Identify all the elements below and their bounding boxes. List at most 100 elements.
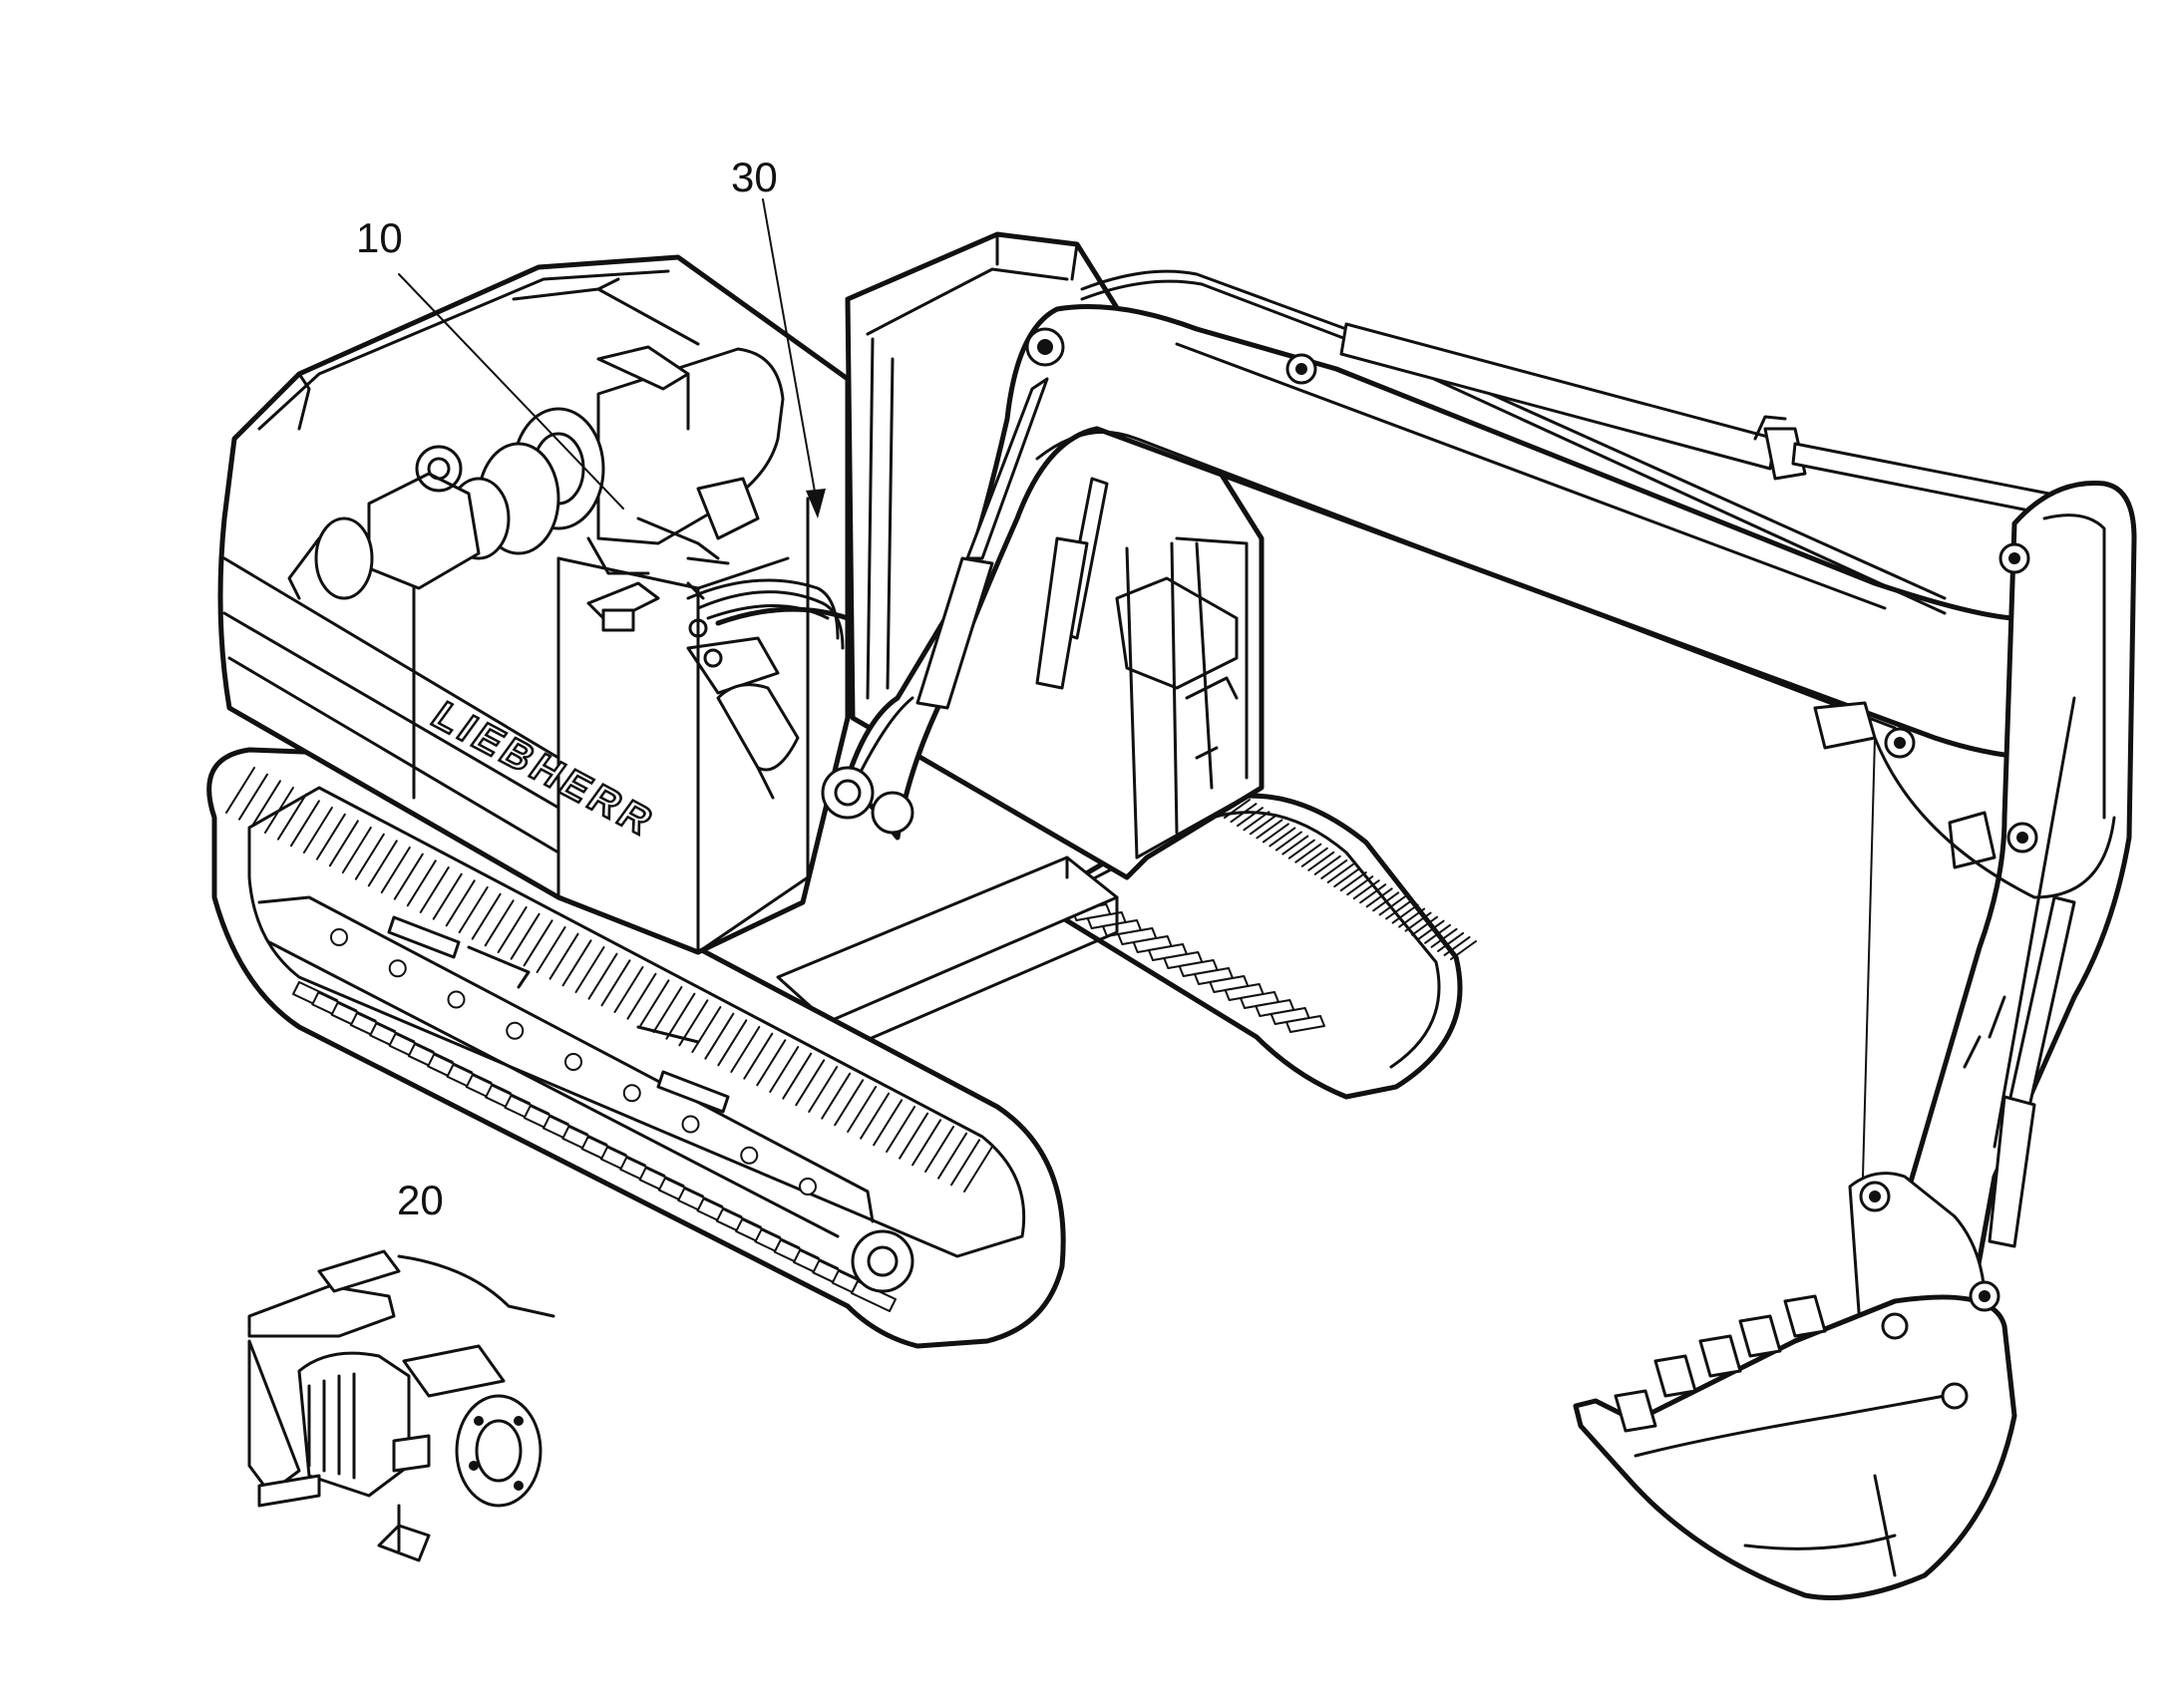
rear-track bbox=[1034, 791, 1477, 1100]
track-shoe bbox=[950, 1139, 981, 1187]
track-roller bbox=[388, 959, 407, 978]
stick-arm bbox=[1873, 481, 2137, 1309]
track-shoe bbox=[1372, 891, 1400, 912]
track-shoe bbox=[1281, 835, 1309, 855]
track-roller bbox=[740, 1146, 759, 1165]
track-shoe bbox=[1223, 799, 1251, 820]
track-shoe bbox=[393, 853, 424, 900]
leader-line-30 bbox=[762, 198, 819, 510]
track-shoe bbox=[808, 1066, 839, 1113]
track-shoe bbox=[1262, 823, 1289, 844]
track-shoe bbox=[561, 939, 592, 987]
track-shoe bbox=[1437, 931, 1465, 952]
track-shoe bbox=[691, 1006, 722, 1053]
track-shoe bbox=[1391, 903, 1419, 924]
track-shoe bbox=[756, 1039, 787, 1087]
track-shoe bbox=[1352, 879, 1380, 900]
track-shoe bbox=[1385, 899, 1413, 920]
track-shoe bbox=[613, 966, 644, 1013]
boom-cylinders bbox=[821, 377, 1109, 835]
bucket bbox=[1573, 737, 2017, 1600]
leader-line-10 bbox=[398, 273, 624, 510]
track-shoe bbox=[1365, 887, 1393, 908]
track-shoe bbox=[860, 1092, 891, 1140]
track-shoe bbox=[1307, 851, 1335, 871]
track-shoe bbox=[419, 866, 450, 913]
track-shoe bbox=[1450, 940, 1477, 960]
track-shoe bbox=[1249, 815, 1276, 836]
track-shoe bbox=[1243, 811, 1271, 832]
track-plate bbox=[1285, 1015, 1325, 1033]
track-shoe bbox=[432, 872, 463, 920]
track-shoe bbox=[484, 899, 515, 947]
leader-lines bbox=[398, 198, 826, 518]
track-roller bbox=[564, 1053, 582, 1071]
track-shoe bbox=[937, 1132, 968, 1180]
track-shoe bbox=[1230, 803, 1258, 824]
track-plate bbox=[851, 1280, 897, 1312]
track-roller bbox=[799, 1178, 817, 1196]
track-shoe bbox=[899, 1112, 929, 1160]
track-shoe bbox=[536, 926, 566, 973]
track-shoe bbox=[302, 807, 333, 854]
track-roller bbox=[506, 1021, 525, 1040]
callout-30-label: 30 bbox=[731, 154, 778, 200]
track-shoe bbox=[730, 1026, 761, 1073]
track-shoe bbox=[911, 1119, 942, 1167]
track-shoe bbox=[886, 1106, 916, 1153]
track-shoe bbox=[1274, 831, 1302, 852]
track-shoe bbox=[1424, 923, 1452, 944]
callout-20-label: 20 bbox=[397, 1177, 444, 1223]
compressor-detail bbox=[247, 1249, 555, 1562]
track-shoe bbox=[574, 946, 605, 993]
track-shoe bbox=[1417, 919, 1445, 940]
track-shoe bbox=[717, 1019, 748, 1067]
track-shoe bbox=[1320, 858, 1348, 879]
track-shoe bbox=[1326, 862, 1354, 883]
track-shoe bbox=[834, 1079, 865, 1127]
bucket-cylinder bbox=[1963, 895, 2076, 1248]
track-shoe bbox=[600, 959, 631, 1007]
track-shoe bbox=[445, 879, 476, 927]
front-track bbox=[206, 747, 1066, 1349]
track-shoe bbox=[1359, 883, 1387, 904]
track-shoe bbox=[276, 793, 307, 841]
track-shoe bbox=[1236, 807, 1264, 828]
track-shoe bbox=[1339, 871, 1367, 892]
track-shoe bbox=[263, 787, 294, 834]
track-shoe bbox=[652, 986, 683, 1033]
track-shoe bbox=[587, 952, 618, 1000]
arrowhead-30 bbox=[806, 489, 826, 518]
track-shoe bbox=[1346, 875, 1374, 896]
track-shoe bbox=[225, 767, 255, 814]
track-shoe bbox=[1287, 839, 1315, 859]
track-shoe bbox=[924, 1126, 955, 1173]
track-shoe bbox=[847, 1086, 878, 1133]
track-shoe bbox=[1256, 819, 1283, 840]
track-shoe bbox=[821, 1072, 852, 1120]
track-shoe bbox=[250, 780, 281, 828]
track-shoe bbox=[367, 840, 398, 887]
track-shoe bbox=[743, 1032, 774, 1080]
track-shoe bbox=[289, 800, 320, 848]
callout-10-label: 10 bbox=[356, 214, 403, 261]
track-shoe bbox=[963, 1146, 993, 1193]
track-shoe bbox=[237, 773, 268, 821]
track-shoe bbox=[665, 992, 696, 1040]
track-shoe bbox=[1398, 907, 1426, 928]
track-shoe bbox=[315, 813, 346, 860]
track-shoe bbox=[497, 906, 528, 953]
track-roller bbox=[681, 1115, 700, 1134]
track-shoe bbox=[380, 847, 411, 893]
track-shoe bbox=[795, 1059, 826, 1107]
boom bbox=[845, 269, 2047, 869]
hydraulic-lines bbox=[686, 556, 851, 800]
track-shoe bbox=[626, 972, 657, 1020]
track-shoe bbox=[1333, 867, 1361, 888]
track-shoe bbox=[523, 919, 553, 967]
track-roller bbox=[447, 990, 466, 1009]
track-shoe bbox=[769, 1046, 800, 1093]
track-shoe bbox=[458, 886, 489, 933]
